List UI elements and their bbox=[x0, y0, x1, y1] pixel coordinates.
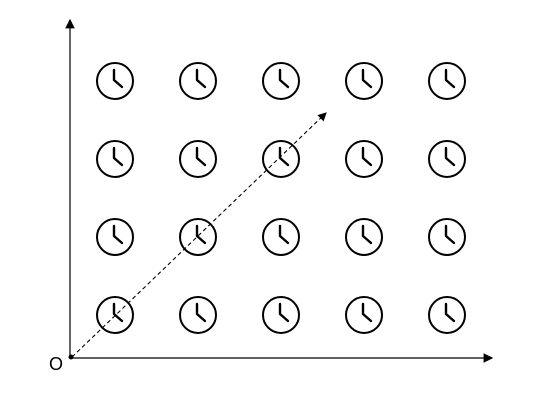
clock-icon bbox=[262, 62, 300, 100]
clock-icon bbox=[428, 296, 466, 334]
clock-icon bbox=[262, 218, 300, 256]
origin-point bbox=[68, 354, 74, 360]
clock-icon bbox=[345, 296, 383, 334]
axes bbox=[65, 18, 494, 363]
clock-icon bbox=[345, 62, 383, 100]
clock-icon bbox=[179, 62, 217, 100]
clock-icon bbox=[428, 62, 466, 100]
clock-icon bbox=[345, 218, 383, 256]
clock-icon bbox=[262, 296, 300, 334]
clock-icon bbox=[345, 140, 383, 178]
clock-icon bbox=[179, 296, 217, 334]
clock-icon bbox=[428, 218, 466, 256]
clock-icon bbox=[96, 296, 134, 334]
clock-grid bbox=[96, 62, 466, 334]
clock-icon bbox=[262, 140, 300, 178]
clock-icon bbox=[428, 140, 466, 178]
dashed-trajectory bbox=[71, 112, 327, 358]
clock-icon bbox=[96, 140, 134, 178]
clock-icon bbox=[179, 140, 217, 178]
clock-icon bbox=[96, 218, 134, 256]
origin-label: O bbox=[49, 354, 64, 374]
clock-icon bbox=[179, 218, 217, 256]
clock-icon bbox=[96, 62, 134, 100]
